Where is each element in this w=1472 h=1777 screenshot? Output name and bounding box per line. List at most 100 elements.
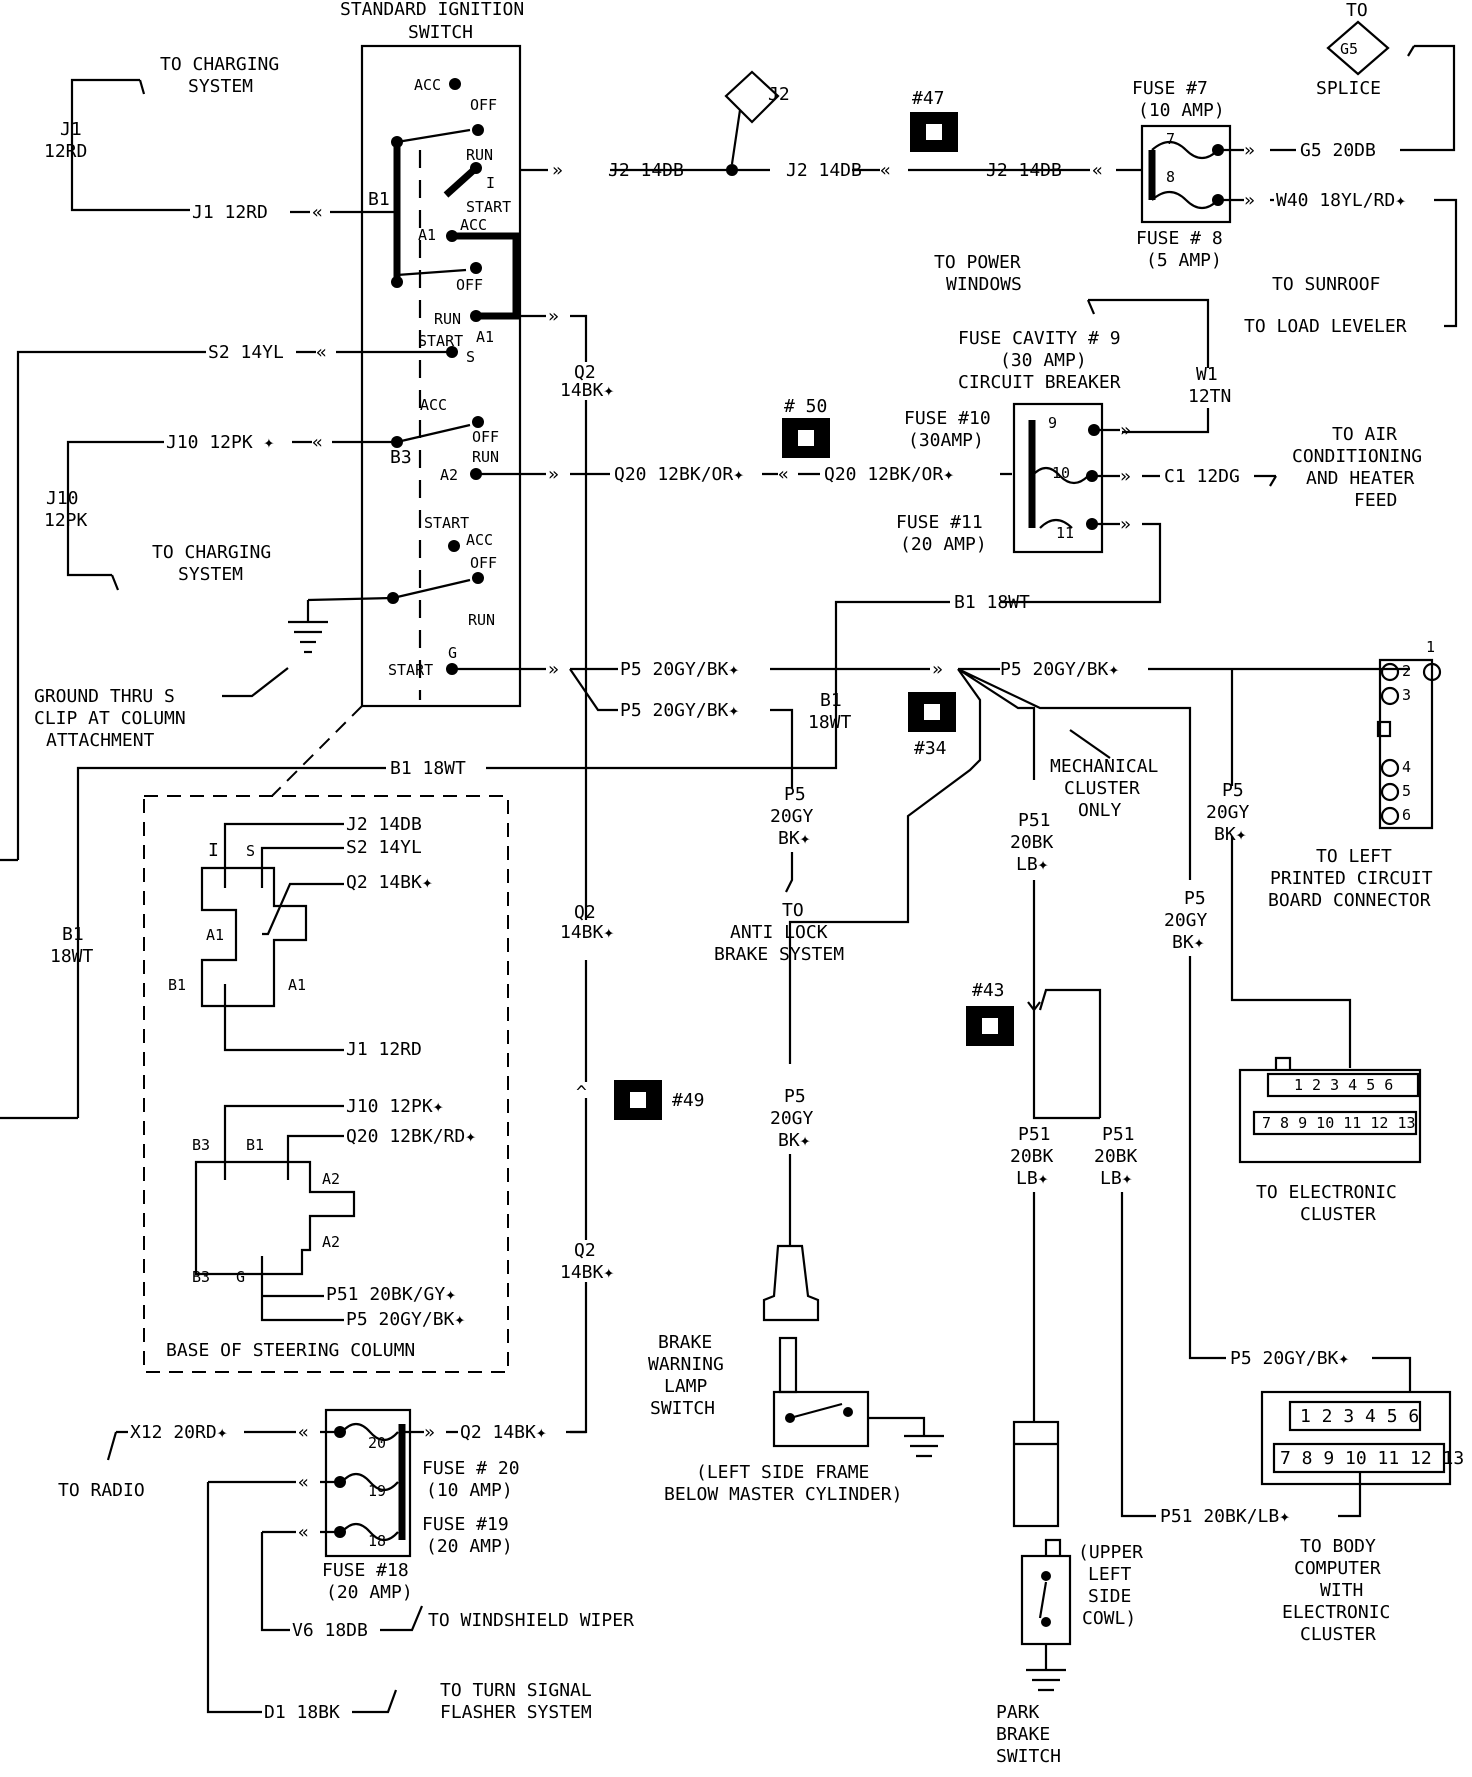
to-sunroof: TO SUNROOF (1272, 274, 1380, 295)
term-a1-2: A1 (476, 328, 494, 346)
w1-label-b: 12TN (1188, 386, 1231, 407)
base-term-a2: A2 (322, 1170, 340, 1188)
fuse9-label-b: (30 AMP) (1000, 350, 1087, 371)
g5-splice (1326, 20, 1390, 76)
fuse-9-10-11-block (1012, 402, 1104, 554)
w40-wire: W40 18YL/RD✦ (1276, 190, 1406, 211)
svg-text:«: « (298, 1522, 309, 1543)
p5-lpc-c: BK✦ (1214, 824, 1247, 845)
q2-label-b-1: 14BK✦ (560, 380, 614, 401)
svg-text:»: » (932, 659, 943, 680)
electronic-cluster-connector (1238, 1068, 1422, 1164)
pos-acc-2: ACC (460, 216, 487, 234)
svg-text:7 8 9 10 11 12 13: 7 8 9 10 11 12 13 (1280, 1448, 1464, 1469)
abs-label-b: ANTI LOCK (730, 922, 828, 943)
p5-abs-c: BK✦ (778, 828, 811, 849)
brake-label-d: SWITCH (650, 1398, 715, 1419)
brake-lamp-connector (762, 1244, 820, 1322)
p5-wire-3: P5 20GY/BK✦ (620, 700, 739, 721)
p51-a-1: P51 (1018, 810, 1051, 831)
frame-label-a: (LEFT SIDE FRAME (696, 1462, 869, 1483)
brake-label-b: WARNING (648, 1354, 724, 1375)
svg-text:«: « (880, 160, 891, 181)
p51-c-1: LB✦ (1016, 854, 1049, 875)
to-bc-b: COMPUTER (1294, 1558, 1381, 1579)
conn47-label: #47 (912, 88, 945, 109)
base-term-i: I (208, 840, 219, 861)
to-power-windows-a: TO POWER (934, 252, 1021, 273)
base-term-a1-2: A1 (288, 976, 306, 994)
svg-text:«: « (312, 202, 323, 223)
term-a2: A2 (440, 466, 458, 484)
fuse11-label-a: FUSE #11 (896, 512, 983, 533)
g5-splice-id: G5 (1340, 40, 1358, 58)
conn34-label: #34 (914, 738, 947, 759)
mech-label-b: CLUSTER (1064, 778, 1140, 799)
p51-a-3: P51 (1102, 1124, 1135, 1145)
term-b1: B1 (368, 189, 390, 210)
park-label-c: SWITCH (996, 1746, 1061, 1767)
p51-b-2: 20BK (1010, 1146, 1054, 1167)
svg-text:«: « (298, 1472, 309, 1493)
left-pcb-connector (1378, 658, 1434, 830)
svg-text:1 2 3 4 5 6: 1 2 3 4 5 6 (1300, 1406, 1419, 1427)
pos-off-1: OFF (470, 96, 497, 114)
svg-text:»: » (1120, 420, 1131, 441)
park-brake-switch (1020, 1554, 1072, 1646)
j2-wire-2: J2 14DB (786, 160, 862, 181)
to-bc-a: TO BODY (1300, 1536, 1376, 1557)
base-term-g: G (236, 1268, 245, 1286)
fuse8-label-a: FUSE # 8 (1136, 228, 1223, 249)
to-ec-b: CLUSTER (1300, 1204, 1376, 1225)
turn-label-b: FLASHER SYSTEM (440, 1702, 592, 1723)
b1-label-a: B1 (62, 924, 84, 945)
pos-off-2: OFF (456, 276, 483, 294)
ac-label-b: CONDITIONING (1292, 446, 1422, 467)
q20-wire-2: Q20 12BK/OR✦ (824, 464, 954, 485)
q2-label-a-1: Q2 (574, 362, 596, 383)
mech-label-c: ONLY (1078, 800, 1122, 821)
turn-label-a: TO TURN SIGNAL (440, 1680, 592, 1701)
pos-acc-3: ACC (420, 396, 447, 414)
to-ec-a: TO ELECTRONIC (1256, 1182, 1397, 1203)
pos-start-2: START (418, 332, 463, 350)
conn49-label: #49 (672, 1090, 705, 1111)
svg-text:»: » (548, 306, 559, 327)
b1-18wt-b: 18WT (808, 712, 852, 733)
lpc-pin-3: 3 (1402, 686, 1411, 704)
p5-wire-bc: P5 20GY/BK✦ (1230, 1348, 1349, 1369)
p51-a-2: P51 (1018, 1124, 1051, 1145)
ground-label-c: ATTACHMENT (46, 730, 155, 751)
ignition-switch-title: STANDARD IGNITION (340, 0, 524, 20)
q2-wire-bottom: Q2 14BK✦ (460, 1422, 547, 1443)
p5-abs-b: 20GY (770, 806, 814, 827)
svg-text:»: » (1120, 514, 1131, 535)
to-lpc-a: TO LEFT (1316, 846, 1392, 867)
b1-18wt-a: B1 (820, 690, 842, 711)
fuse19-label-b: (20 AMP) (426, 1536, 513, 1557)
p51-wire-bc: P51 20BK/LB✦ (1160, 1506, 1290, 1527)
g5-to: TO (1346, 0, 1368, 21)
j10-label-a: J10 (46, 488, 79, 509)
fuse7-label-b: (10 AMP) (1138, 100, 1225, 121)
fuse11-num: 11 (1056, 524, 1074, 542)
b1-label-b: 18WT (50, 946, 94, 967)
pos-acc-1: ACC (414, 76, 441, 94)
fuse19-label-a: FUSE #19 (422, 1514, 509, 1535)
fuse10-num: 10 (1052, 464, 1070, 482)
base-term-s: S (246, 842, 255, 860)
g5-splice-label: SPLICE (1316, 78, 1381, 99)
acc-contact-1 (449, 78, 461, 90)
pos-run-3: RUN (472, 448, 499, 466)
run-wiper-1 (443, 165, 479, 198)
park-brake-connector (1012, 1420, 1060, 1528)
pos-run-4: RUN (468, 611, 495, 629)
svg-text:^: ^ (576, 1082, 587, 1103)
p51-b-1: 20BK (1010, 832, 1054, 853)
j1-label-a: J1 (60, 119, 82, 140)
p5-bc-c: BK✦ (1172, 932, 1205, 953)
svg-text:«: « (778, 464, 789, 485)
p5-lpc-a: P5 (1222, 780, 1244, 801)
park-label-b: BRAKE (996, 1724, 1050, 1745)
term-a1: A1 (418, 226, 436, 244)
